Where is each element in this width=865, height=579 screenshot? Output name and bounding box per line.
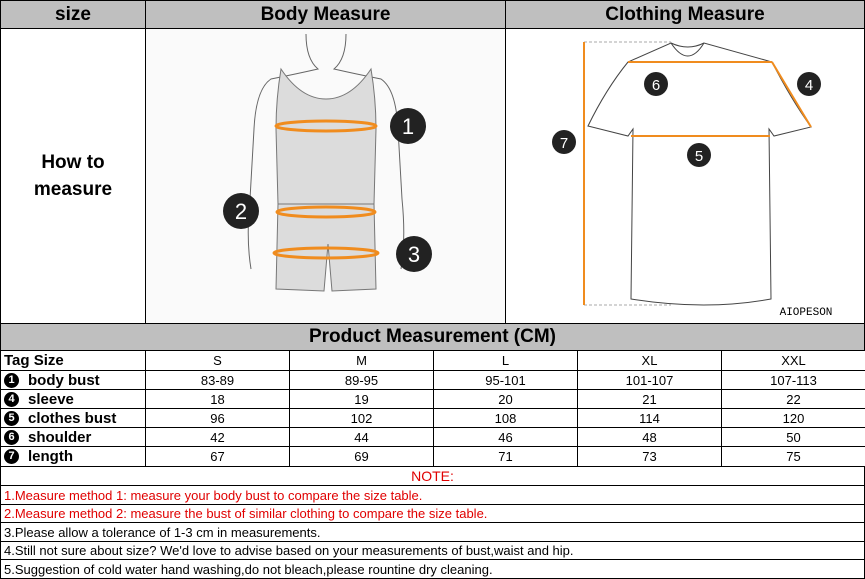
table-cell: 89-95 [289, 370, 434, 390]
marker-6: 6 [644, 72, 668, 96]
row-label-text: sleeve [28, 390, 74, 408]
svg-text:1: 1 [402, 114, 414, 139]
table-cell: 102 [289, 408, 434, 428]
table-cell: 48 [577, 427, 722, 447]
table-cell: 107-113 [721, 370, 865, 390]
table-cell: 46 [433, 427, 578, 447]
column-header-l: L [433, 350, 578, 371]
row-label-text: shoulder [28, 428, 92, 446]
column-header-s: S [145, 350, 290, 371]
note-item: 3.Please allow a tolerance of 1-3 cm in … [0, 522, 865, 542]
marker-5: 5 [687, 143, 711, 167]
svg-text:6: 6 [652, 77, 660, 94]
row-label-text: clothes bust [28, 409, 117, 427]
table-cell: 95-101 [433, 370, 578, 390]
table-cell: 67 [145, 446, 290, 467]
number-badge-icon: 6 [4, 429, 19, 445]
svg-text:3: 3 [408, 242, 420, 267]
svg-text:5: 5 [695, 148, 703, 165]
table-cell: 73 [577, 446, 722, 467]
body-measure-header: Body Measure [145, 0, 506, 29]
svg-text:2: 2 [235, 199, 247, 224]
row-label-text: body bust [28, 371, 100, 389]
note-title: NOTE: [0, 466, 865, 486]
column-header-m: M [289, 350, 434, 371]
body-figure-illustration: 1 2 3 [146, 29, 505, 323]
marker-2: 2 [223, 193, 259, 229]
table-title: Product Measurement (CM) [0, 323, 865, 351]
body-measure-cell: 1 2 3 [145, 28, 506, 324]
table-cell: 19 [289, 389, 434, 409]
table-cell: 42 [145, 427, 290, 447]
row-label-body-bust: 1 body bust [0, 370, 146, 390]
column-header-tag-size: Tag Size [0, 350, 146, 371]
row-label-sleeve: 4 sleeve [0, 389, 146, 409]
note-item: 4.Still not sure about size? We'd love t… [0, 541, 865, 560]
svg-text:4: 4 [805, 77, 813, 94]
tshirt-illustration: 4 5 6 7 AIOPESON [552, 41, 833, 319]
clothing-measure-header: Clothing Measure [505, 0, 865, 29]
table-cell: 114 [577, 408, 722, 428]
table-cell: 20 [433, 389, 578, 409]
table-cell: 44 [289, 427, 434, 447]
note-item: 5.Suggestion of cold water hand washing,… [0, 559, 865, 579]
table-cell: 18 [145, 389, 290, 409]
table-cell: 96 [145, 408, 290, 428]
table-cell: 69 [289, 446, 434, 467]
clothing-measure-cell: 4 5 6 7 AIOPESON [505, 28, 865, 324]
marker-1: 1 [390, 108, 426, 144]
number-badge-icon: 1 [4, 372, 19, 388]
row-label-text: length [28, 448, 73, 465]
table-cell: 120 [721, 408, 865, 428]
svg-text:7: 7 [560, 135, 568, 152]
note-item: 2.Measure method 2: measure the bust of … [0, 504, 865, 523]
marker-3: 3 [396, 236, 432, 272]
table-cell: 83-89 [145, 370, 290, 390]
how-to-measure-label: How to measure [0, 28, 146, 324]
note-item: 1.Measure method 1: measure your body bu… [0, 485, 865, 505]
number-badge-icon: 5 [4, 410, 19, 426]
row-label-shoulder: 6 shoulder [0, 427, 146, 447]
table-cell: 21 [577, 389, 722, 409]
table-cell: 108 [433, 408, 578, 428]
table-cell: 50 [721, 427, 865, 447]
brand-label: AIOPESON [780, 307, 833, 319]
column-header-xl: XL [577, 350, 722, 371]
marker-4: 4 [797, 72, 821, 96]
table-cell: 75 [721, 446, 865, 467]
table-cell: 101-107 [577, 370, 722, 390]
row-label-length: 7 length [0, 446, 146, 467]
column-header-xxl: XXL [721, 350, 865, 371]
number-badge-icon: 4 [4, 391, 19, 407]
size-header: size [0, 0, 146, 29]
table-cell: 71 [433, 446, 578, 467]
row-label-clothes-bust: 5 clothes bust [0, 408, 146, 428]
marker-7: 7 [552, 130, 576, 154]
table-cell: 22 [721, 389, 865, 409]
number-badge-icon: 7 [4, 449, 19, 464]
